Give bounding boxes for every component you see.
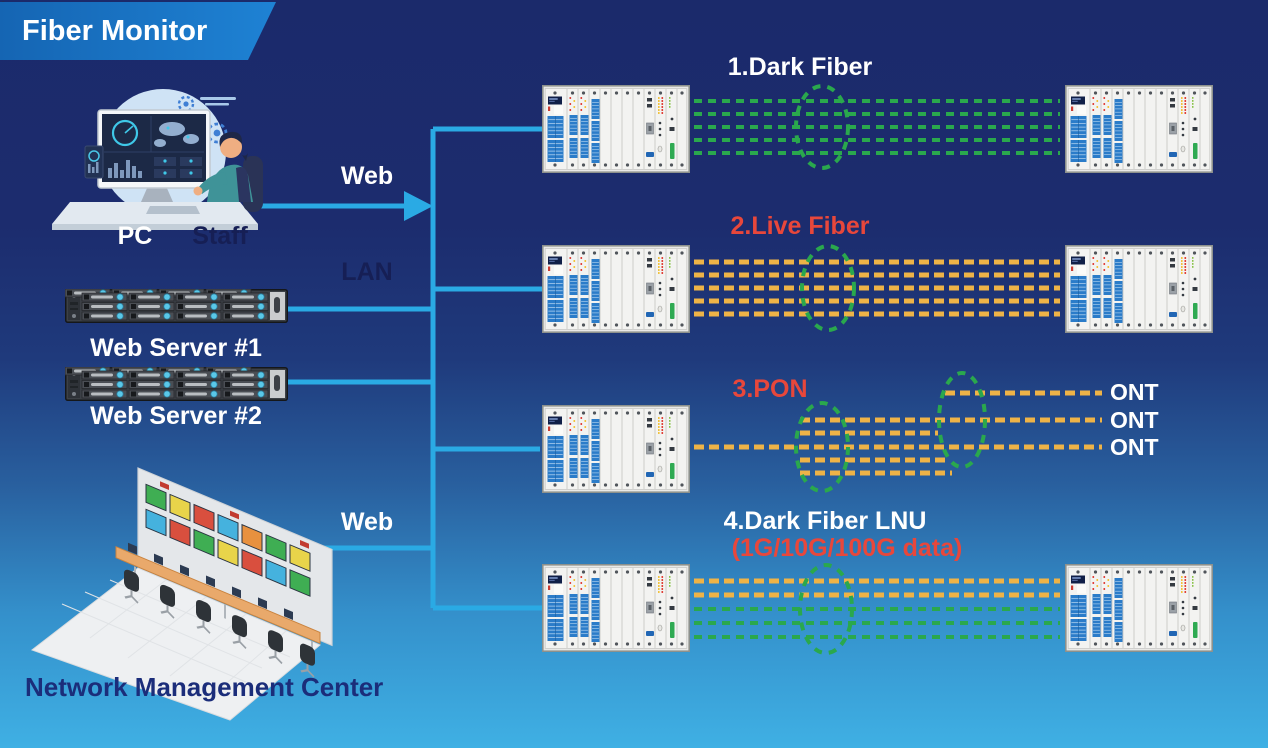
scenario-1-dark-fiber-label: 1.Dark Fiber [727, 53, 873, 81]
management-links [250, 126, 545, 611]
scenario-4-dark-fiber-lnu-label: 4.Dark Fiber LNU [723, 507, 927, 535]
gear-icon [177, 95, 195, 113]
fiber-row-pon [694, 390, 1102, 476]
ont-label-2: ONT [1110, 407, 1159, 433]
fiber-bundle-loop-4 [798, 563, 854, 655]
chassis-live-fiber-right [1066, 246, 1212, 332]
title-banner: Fiber Monitor [0, 2, 276, 60]
chassis-pon-olt [543, 406, 689, 492]
chassis-live-fiber-left [543, 246, 689, 332]
page-title: Fiber Monitor [22, 15, 208, 47]
fiber-row-dark-fiber-lnu [694, 563, 1060, 655]
web-server-2-illustration [65, 367, 287, 400]
ont-label-3: ONT [1110, 434, 1159, 460]
staff-label: Staff [192, 222, 248, 250]
pon-splitter-loop-1 [794, 401, 850, 493]
web-server-1-label: Web Server #1 [90, 334, 262, 362]
fiber-bundle-loop-2 [800, 244, 856, 332]
pc-staff-illustration [52, 89, 263, 230]
nmc-illustration [0, 1, 333, 721]
fiber-bundle-loop-1 [794, 84, 850, 170]
pc-label: PC [117, 222, 153, 250]
scenario-4-data-rate-sublabel: (1G/10G/100G data) [731, 534, 963, 562]
fiber-row-live-fiber [694, 259, 1060, 317]
chassis-dark-fiber-lnu-right [1066, 565, 1212, 651]
web-link-label-top: Web [340, 162, 394, 190]
chassis-dark-fiber-left [543, 86, 689, 172]
chassis-dark-fiber-right [1066, 86, 1212, 172]
pon-splitter-loop-2 [937, 371, 987, 469]
ont-label-1: ONT [1110, 379, 1159, 405]
lan-link-label: LAN [341, 258, 393, 286]
web-arrow-head [404, 191, 433, 221]
chassis-dark-fiber-lnu-left [543, 565, 689, 651]
web-link-label-bottom: Web [340, 508, 394, 536]
nmc-label: Network Management Center [25, 672, 384, 702]
web-server-2-label: Web Server #2 [90, 402, 262, 430]
scenario-2-live-fiber-label: 2.Live Fiber [730, 212, 870, 240]
fiber-row-dark-fiber [694, 84, 1060, 170]
web-server-1-illustration [65, 289, 287, 322]
scenario-3-pon-label: 3.PON [732, 375, 808, 403]
